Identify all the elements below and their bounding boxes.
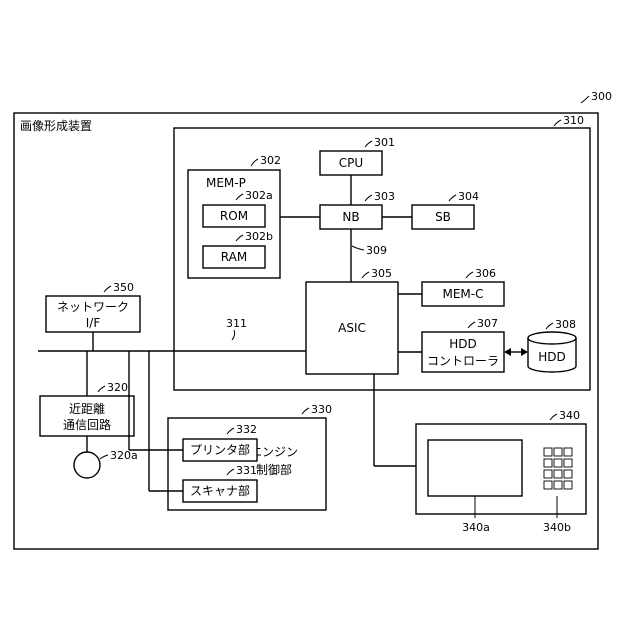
engine-control-ref: 330 — [311, 403, 332, 416]
nfc-circuit-label-1: 近距離 — [69, 402, 105, 416]
device-title: 画像形成装置 — [20, 119, 92, 133]
network-if-label-2: I/F — [86, 316, 101, 330]
mem-p-label: MEM-P — [206, 176, 246, 190]
mem-c-label: MEM-C — [443, 287, 484, 301]
keypad-key — [564, 470, 572, 478]
board-ref: 310 — [563, 114, 584, 127]
nfc-antenna-icon — [74, 452, 100, 478]
keypad-key — [544, 448, 552, 456]
asic-label: ASIC — [338, 321, 366, 335]
printer-unit-label: プリンタ部 — [190, 442, 250, 457]
hdd-ref: 308 — [555, 318, 576, 331]
keypad-key — [554, 448, 562, 456]
cpu-label: CPU — [339, 156, 363, 170]
nfc-antenna-ref: 320a — [110, 449, 138, 462]
sb-ref: 304 — [458, 190, 479, 203]
hdd-controller-label-2: コントローラ — [427, 354, 499, 368]
bus-311-ref: 311 — [226, 317, 247, 330]
scanner-unit-ref: 331 — [236, 464, 257, 477]
hdd-controller-ref: 307 — [477, 317, 498, 330]
hdd-label: HDD — [538, 350, 566, 364]
scanner-unit-label: スキャナ部 — [190, 483, 250, 498]
panel-display — [428, 440, 522, 496]
ram-label: RAM — [221, 250, 247, 264]
keypad-key — [554, 470, 562, 478]
asic-ref: 305 — [371, 267, 392, 280]
keypad-key — [564, 481, 572, 489]
rom-ref: 302a — [245, 189, 273, 202]
operation-panel-ref: 340 — [559, 409, 580, 422]
device-ref-leader — [581, 96, 589, 103]
ram-ref: 302b — [245, 230, 273, 243]
keypad-key — [544, 481, 552, 489]
mem-c-ref: 306 — [475, 267, 496, 280]
keypad-ref: 340b — [543, 521, 571, 534]
nfc-circuit-label-2: 通信回路 — [63, 417, 111, 432]
engine-control-label-2: 制御部 — [256, 462, 292, 477]
keypad-key — [544, 470, 552, 478]
display-ref: 340a — [462, 521, 490, 534]
keypad-key — [564, 459, 572, 467]
nb-label: NB — [342, 210, 359, 224]
mem-p-ref: 302 — [260, 154, 281, 167]
keypad-key — [554, 481, 562, 489]
hdd-controller-label-1: HDD — [449, 337, 477, 351]
sb-label: SB — [435, 210, 451, 224]
keypad-key — [554, 459, 562, 467]
nfc-circuit-ref: 320 — [107, 381, 128, 394]
device-ref: 300 — [591, 90, 612, 103]
keypad-key — [564, 448, 572, 456]
keypad-key — [544, 459, 552, 467]
rom-label: ROM — [220, 209, 248, 223]
nb-ref: 303 — [374, 190, 395, 203]
cpu-ref: 301 — [374, 136, 395, 149]
printer-unit-ref: 332 — [236, 423, 257, 436]
network-if-label-1: ネットワーク — [57, 300, 129, 314]
network-if-ref: 350 — [113, 281, 134, 294]
bus-309-ref: 309 — [366, 244, 387, 257]
